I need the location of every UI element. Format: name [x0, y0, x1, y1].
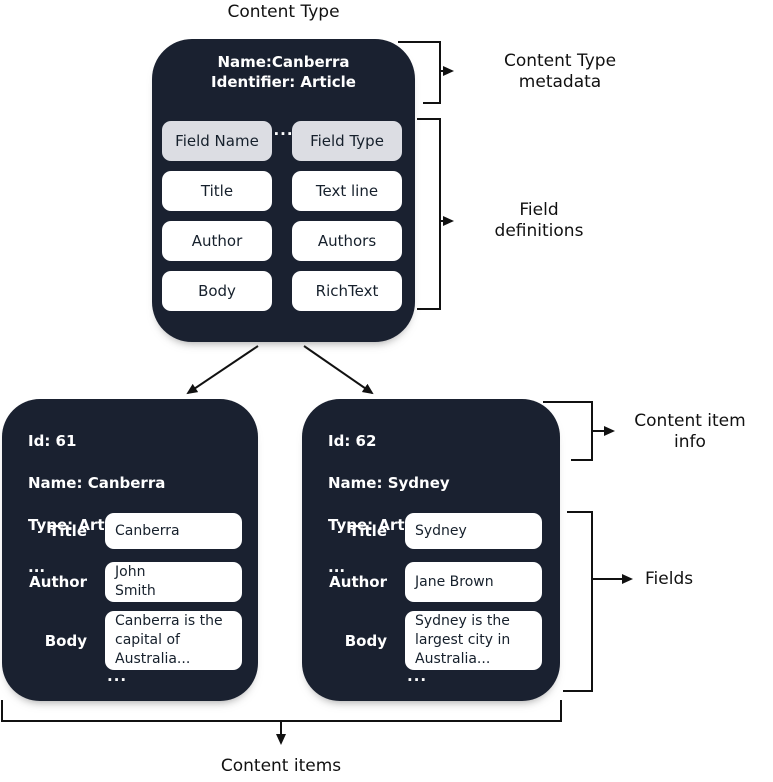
item-row-author: Author John Smith — [2, 562, 242, 602]
field-value-body: Canberra is the capital of Australia... — [105, 611, 242, 670]
field-cell-body-type: RichText — [292, 271, 402, 311]
field-value-author: Jane Brown — [405, 562, 542, 602]
label-field-definitions-line1: Field — [519, 200, 559, 220]
field-label-body: Body — [44, 631, 87, 650]
item-ellipsis: ... — [28, 558, 46, 576]
field-value-title: Canberra — [105, 513, 242, 549]
bracket-metadata — [398, 41, 441, 104]
item-name: Name: Canberra — [28, 474, 166, 492]
label-content-item-info: Content item info — [607, 411, 773, 453]
content-type-identifier: Identifier: Article — [211, 73, 356, 91]
arrow-to-item-right — [303, 345, 374, 395]
label-content-type-metadata-line2: metadata — [518, 72, 602, 92]
item-row-title: Title Sydney — [302, 513, 542, 549]
item-id: Id: 62 — [328, 432, 377, 450]
item-name: Name: Sydney — [328, 474, 450, 492]
arrow-to-item-left — [186, 345, 259, 395]
bracket-fields — [563, 511, 593, 692]
item-row-body: Body Sydney is the largest city in Austr… — [302, 611, 542, 670]
content-type-name: Name:Canberra — [217, 53, 350, 71]
item-row-title: Title Canberra — [2, 513, 242, 549]
label-field-definitions-line2: definitions — [494, 221, 584, 241]
field-value-author: John Smith — [105, 562, 242, 602]
field-definitions-grid: Field Name Field Type Title Text line Au… — [162, 121, 402, 311]
label-content-type-metadata: Content Type metadata — [470, 51, 650, 93]
field-cell-title-name: Title — [162, 171, 272, 211]
field-label-title: Title — [49, 522, 87, 540]
content-type-metadata-text: Name:Canberra Identifier: Article — [152, 52, 415, 92]
item-ellipsis: ... — [328, 558, 346, 576]
content-type-box: Name:Canberra Identifier: Article ... Fi… — [152, 39, 415, 362]
bracket-item-info — [543, 401, 593, 461]
field-label-title: Title — [349, 522, 387, 540]
field-type-header-cell: Field Type — [292, 121, 402, 161]
item-id: Id: 61 — [28, 432, 77, 450]
label-content-item-info-line2: info — [674, 432, 706, 452]
item-footer-ellipsis: ... — [107, 667, 128, 685]
bracket-field-definitions — [417, 118, 441, 310]
label-fields: Fields — [645, 569, 694, 589]
content-item-box-sydney: Id: 62 Name: Sydney Type: Article ... Ti… — [302, 399, 560, 701]
field-value-body: Sydney is the largest city in Australia.… — [405, 611, 542, 670]
label-content-type-metadata-line1: Content Type — [503, 51, 617, 71]
field-cell-author-name: Author — [162, 221, 272, 261]
field-label-author: Author — [29, 573, 87, 591]
label-content-items: Content items — [220, 756, 342, 776]
field-cell-title-type: Text line — [292, 171, 402, 211]
diagram-title: Content Type — [227, 2, 340, 22]
bracket-content-items — [1, 700, 562, 722]
label-field-definitions: Field definitions — [449, 200, 629, 242]
field-label-body: Body — [344, 631, 387, 650]
field-cell-body-name: Body — [162, 271, 272, 311]
field-label-author: Author — [329, 573, 387, 591]
content-type-meta-ellipsis: ... — [273, 121, 294, 139]
content-type-fields-ellipsis: ... — [273, 344, 294, 362]
field-value-title: Sydney — [405, 513, 542, 549]
content-item-box-canberra: Id: 61 Name: Canberra Type: Article ... … — [2, 399, 258, 701]
item-footer-ellipsis: ... — [407, 667, 428, 685]
field-name-header-cell: Field Name — [162, 121, 272, 161]
item-row-body: Body Canberra is the capital of Australi… — [2, 611, 242, 670]
label-content-item-info-line1: Content item — [634, 411, 746, 431]
item-row-author: Author Jane Brown — [302, 562, 542, 602]
field-cell-author-type: Authors — [292, 221, 402, 261]
